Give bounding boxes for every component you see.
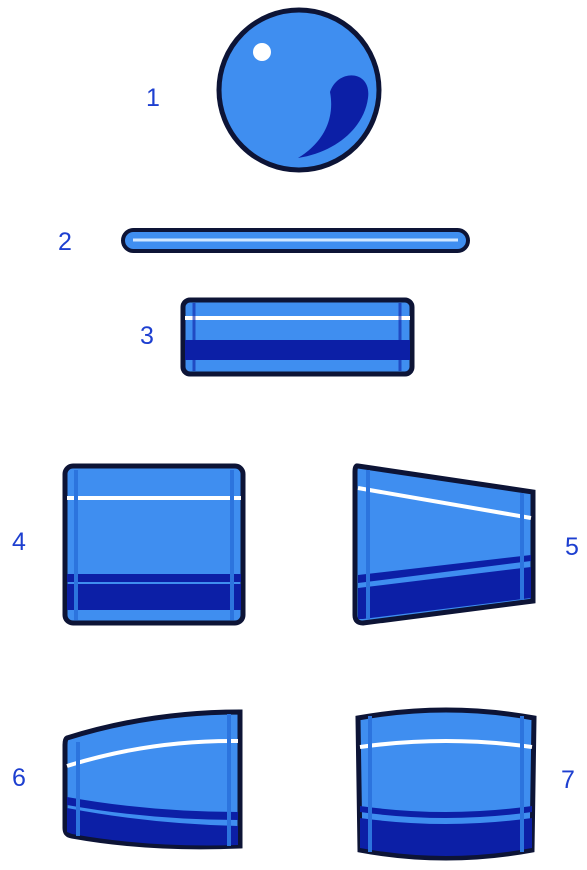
shape-4-cylinder <box>65 466 243 623</box>
label-5: 5 <box>557 535 587 561</box>
cylinder3-body <box>183 300 412 374</box>
shape-5-truncated-cone <box>355 466 533 623</box>
label-6: 6 <box>4 766 34 792</box>
shape-1-sphere <box>219 10 379 170</box>
shape-6-domed-cylinder <box>65 712 240 847</box>
label-7: 7 <box>553 768 583 794</box>
label-2: 2 <box>50 230 80 256</box>
cylinder4-dark-band <box>67 584 241 610</box>
shape-7-barrel <box>358 710 534 858</box>
cylinder3-dark-band <box>185 340 410 360</box>
label-1: 1 <box>138 86 168 112</box>
shape-2-thin-disc <box>123 230 468 251</box>
label-4: 4 <box>4 530 34 556</box>
label-3: 3 <box>132 324 162 350</box>
sphere-highlight <box>253 43 271 61</box>
shape-3-flat-cylinder <box>183 300 412 374</box>
